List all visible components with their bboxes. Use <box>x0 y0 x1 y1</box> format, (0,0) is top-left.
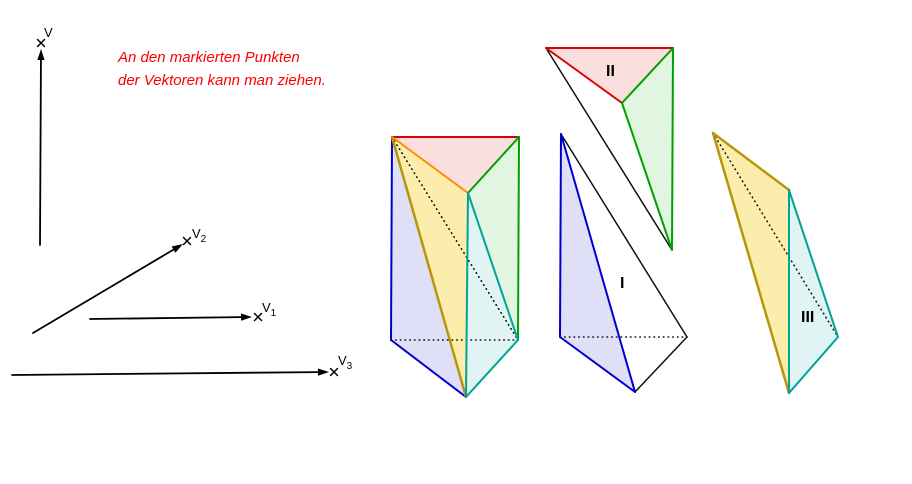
vector-v-arrowhead-icon <box>37 49 45 61</box>
tetra-ii-label: II <box>606 63 615 80</box>
instruction-note-line1: An den markierten Punkten <box>118 49 300 66</box>
tetra-ii-edge-right-vert <box>671 47 674 251</box>
vector-v1-shaft <box>89 316 242 320</box>
prism-top-face <box>392 137 519 193</box>
prism-diag-teal <box>467 192 519 341</box>
tetra-ii-right-face <box>622 48 673 250</box>
tetra-ii-edge-top-right <box>621 47 674 104</box>
tetra-i-edge-bottom-left <box>559 336 636 393</box>
tetra-i-edge-bottom-right <box>634 336 688 393</box>
instruction-note-line2: der Vektoren kann man ziehen. <box>118 72 326 89</box>
vector-v-drag-marker[interactable] <box>36 38 46 48</box>
tetra-iii-edge-top <box>711 131 791 192</box>
vector-v2-label: V2 <box>192 226 207 245</box>
tetra-i-edge-front <box>560 133 636 393</box>
vector-v3-drag-marker[interactable] <box>329 367 339 377</box>
tetra-iii-edge-left <box>711 131 791 395</box>
instruction-note: An den markierten Punkten der Vektoren k… <box>118 46 326 92</box>
tetra-ii-edge-front-right <box>621 102 673 251</box>
tetra-iii-edge-right <box>788 189 839 338</box>
prism-edge-bottom-right <box>465 339 519 398</box>
prism-edge-top-right <box>467 136 520 194</box>
vector-v2-drag-marker[interactable] <box>182 236 192 246</box>
vector-v-label: V <box>44 25 53 40</box>
tetra-ii-top-face <box>546 48 673 103</box>
tetra-ii-edge-front-left <box>545 47 673 251</box>
tetra-ii-edge-top-left <box>545 47 623 104</box>
vector-v3-label: V3 <box>338 353 353 372</box>
tetra-iii-cyan-face <box>789 190 838 393</box>
vector-v2-shaft <box>32 248 175 334</box>
vector-v2-arrowhead-icon <box>171 244 183 253</box>
prism-edge-left-vert <box>390 136 393 341</box>
tetra-iii-edge-bottom <box>788 336 839 394</box>
vector-v1-arrowhead-icon <box>240 313 252 321</box>
prism-right-green <box>468 137 519 340</box>
vector-v1-drag-marker[interactable] <box>253 312 263 322</box>
tetra-i-edge-right <box>560 133 688 338</box>
vector-v3-arrowhead-icon <box>317 368 329 376</box>
prism-diag-gold <box>390 135 468 399</box>
prism-front-cyan <box>466 193 518 397</box>
prism-edge-right-vert <box>517 136 520 341</box>
vector-v1-label: V1 <box>262 300 277 319</box>
vector-v3-shaft <box>11 371 319 376</box>
prism-edge-front-vert <box>465 192 469 398</box>
tetra-i-label: I <box>620 275 624 292</box>
tetra-i-edge-left-vert <box>559 133 562 338</box>
vector-v-shaft <box>39 59 42 246</box>
prism-edge-top-left <box>391 136 469 194</box>
tetra-iii-label: III <box>801 309 814 326</box>
prism-edge-bottom-left <box>390 339 467 398</box>
